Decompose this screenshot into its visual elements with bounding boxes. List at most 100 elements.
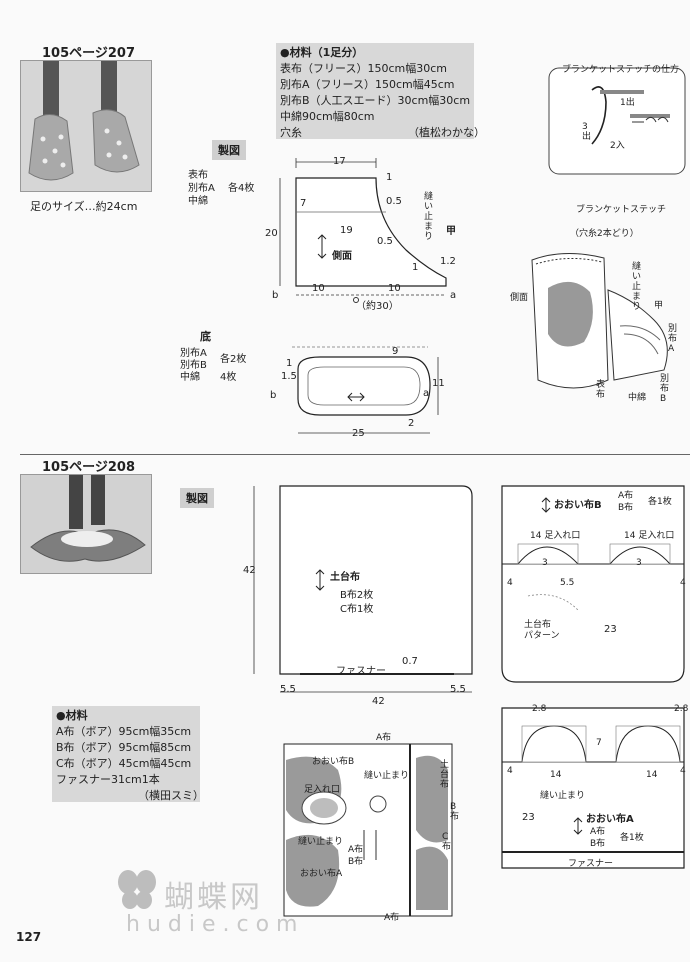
base-55b: 5.5 bbox=[450, 684, 466, 695]
side-cut-count: 各4枚 bbox=[228, 183, 255, 194]
materials-title-207: ●材料（1足分） bbox=[280, 46, 364, 59]
seizu-tag-207: 製図 bbox=[212, 140, 246, 160]
stitch-in1: 1出 bbox=[620, 98, 635, 108]
coverA-cut: A布 bbox=[590, 827, 606, 837]
page-number: 127 bbox=[16, 930, 42, 944]
coverA-diagram bbox=[501, 707, 685, 869]
slipper-photo-207 bbox=[20, 60, 152, 192]
coverA-28a: 2.8 bbox=[532, 704, 547, 714]
material-line: 中綿90cm幅80cm bbox=[280, 110, 375, 123]
slipper-assembly-207 bbox=[531, 252, 668, 389]
coverA-nuidomari: 縫い止まり bbox=[540, 791, 586, 801]
base-cut: B布2枚 bbox=[340, 590, 374, 601]
blanket-stitch-sub: （穴糸2本どり） bbox=[570, 229, 639, 239]
dim-side-bottom2: 10 bbox=[388, 283, 401, 294]
dim-side-05a: 0.5 bbox=[386, 196, 402, 207]
sole-cut-count: 各2枚 bbox=[220, 354, 247, 365]
point-a-sole: a bbox=[423, 388, 430, 399]
coverB-pattern-label: 土台布 パターン bbox=[524, 620, 560, 641]
dim-sole-1: 1 bbox=[286, 358, 293, 369]
section1-header: 105ページ207 bbox=[42, 46, 136, 61]
base-cut: C布1枚 bbox=[340, 604, 374, 615]
assembly-diagram-208 bbox=[283, 743, 453, 917]
side-label: 側面 bbox=[332, 251, 352, 262]
section2-header: 105ページ208 bbox=[42, 460, 136, 475]
coverA-28b: 2.8 bbox=[674, 704, 689, 714]
asm-Bfabric: B布 bbox=[450, 802, 460, 822]
base-title: 土台布 bbox=[330, 572, 360, 583]
seizu-tag-208: 製図 bbox=[180, 488, 214, 508]
asm-Cfabric: C布 bbox=[442, 832, 452, 852]
dim-sole-2: 2 bbox=[408, 418, 415, 429]
stitch-out2: 2入 bbox=[610, 141, 625, 151]
coverB-3a: 3 bbox=[542, 558, 548, 568]
sole-cut-fabric: 別布A bbox=[180, 348, 207, 359]
asm-A-mid: A布 bbox=[348, 845, 364, 855]
stitch-out3: 3出 bbox=[582, 122, 592, 142]
betsuB-207: 別布B bbox=[660, 374, 670, 404]
asm-coverB: おおい布B bbox=[312, 757, 355, 767]
material-line: 表布（フリース）150cm幅30cm bbox=[280, 62, 447, 75]
coverA-fastener: ファスナー bbox=[568, 859, 614, 869]
asm-A-top: A布 bbox=[376, 733, 392, 743]
coverA-count: 各1枚 bbox=[620, 833, 644, 843]
coverB-opening: 14 足入れ口 bbox=[624, 531, 675, 541]
watermark-url: hudie.com bbox=[126, 912, 305, 937]
dim-side-around: （約30） bbox=[356, 301, 399, 312]
coverB-opening: 14 足入れ口 bbox=[530, 531, 581, 541]
nuidomari-side: 縫い止まり bbox=[424, 192, 434, 242]
coverA-cut: B布 bbox=[590, 839, 606, 849]
point-b-side: b bbox=[272, 290, 279, 301]
asm-nuidomari1: 縫い止まり bbox=[364, 771, 410, 781]
dim-side-bottom: 10 bbox=[312, 283, 325, 294]
material-line: B布（ボア）95cm幅85cm bbox=[56, 741, 192, 754]
coverB-4a: 4 bbox=[507, 578, 513, 588]
coverB-diagram bbox=[501, 485, 685, 683]
foot-size-note: 足のサイズ…約24cm bbox=[30, 200, 138, 213]
asm-A-bottom: A布 bbox=[384, 913, 400, 923]
side-cut-fabric: 表布 bbox=[188, 170, 208, 181]
coverB-cut: B布 bbox=[618, 503, 634, 513]
coverA-7: 7 bbox=[596, 738, 602, 748]
dim-side-05b: 0.5 bbox=[377, 236, 393, 247]
sole-label: 底 bbox=[200, 330, 211, 343]
blanket-stitch-title: ブランケットステッチ bbox=[576, 205, 667, 215]
omote-207: 表布 bbox=[596, 380, 606, 400]
nakawata-207: 中綿 bbox=[628, 393, 647, 403]
betsuA-207: 別布A bbox=[668, 324, 678, 354]
material-line: 穴糸 bbox=[280, 126, 302, 139]
point-a-side: a bbox=[450, 290, 457, 301]
materials-author-208: （横田スミ） bbox=[138, 789, 204, 802]
dim-sole-25: 25 bbox=[352, 428, 365, 439]
coverB-3b: 3 bbox=[636, 558, 642, 568]
base-width: 42 bbox=[372, 696, 385, 707]
dim-side-top: 17 bbox=[333, 156, 346, 167]
sole-pattern-diagram bbox=[292, 346, 439, 434]
kou-label: 甲 bbox=[446, 226, 456, 237]
dim-side-7: 7 bbox=[300, 198, 307, 209]
materials-title-208: ●材料 bbox=[56, 709, 88, 722]
dim-side-1b: 1 bbox=[412, 262, 419, 273]
base-55a: 5.5 bbox=[280, 684, 296, 695]
stitch-howto-box bbox=[548, 67, 686, 175]
asm-dodai: 土台布 bbox=[440, 760, 450, 790]
material-line: A布（ボア）95cm幅35cm bbox=[56, 725, 192, 738]
base-height: 42 bbox=[243, 565, 256, 576]
kou-207: 甲 bbox=[654, 301, 664, 311]
coverB-55: 5.5 bbox=[560, 578, 575, 588]
dim-side-height: 20 bbox=[265, 228, 278, 239]
materials-box-208 bbox=[52, 706, 200, 802]
side-cut-fabric: 中綿 bbox=[188, 196, 208, 207]
side-pattern-diagram bbox=[279, 158, 447, 303]
materials-author-207: （植松わかな） bbox=[408, 126, 485, 139]
material-line: C布（ボア）45cm幅45cm bbox=[56, 757, 192, 770]
coverA-4a: 4 bbox=[507, 766, 513, 776]
sokumen-207: 側面 bbox=[510, 293, 529, 303]
asm-B-mid: B布 bbox=[348, 857, 364, 867]
coverA-title: おおい布A bbox=[586, 814, 634, 825]
coverA-14b: 14 bbox=[646, 770, 658, 780]
coverB-count: 各1枚 bbox=[648, 497, 672, 507]
sole-cut-count: 4枚 bbox=[220, 372, 237, 383]
asm-nuidomari2: 縫い止まり bbox=[298, 837, 344, 847]
coverA-4b: 4 bbox=[680, 766, 686, 776]
